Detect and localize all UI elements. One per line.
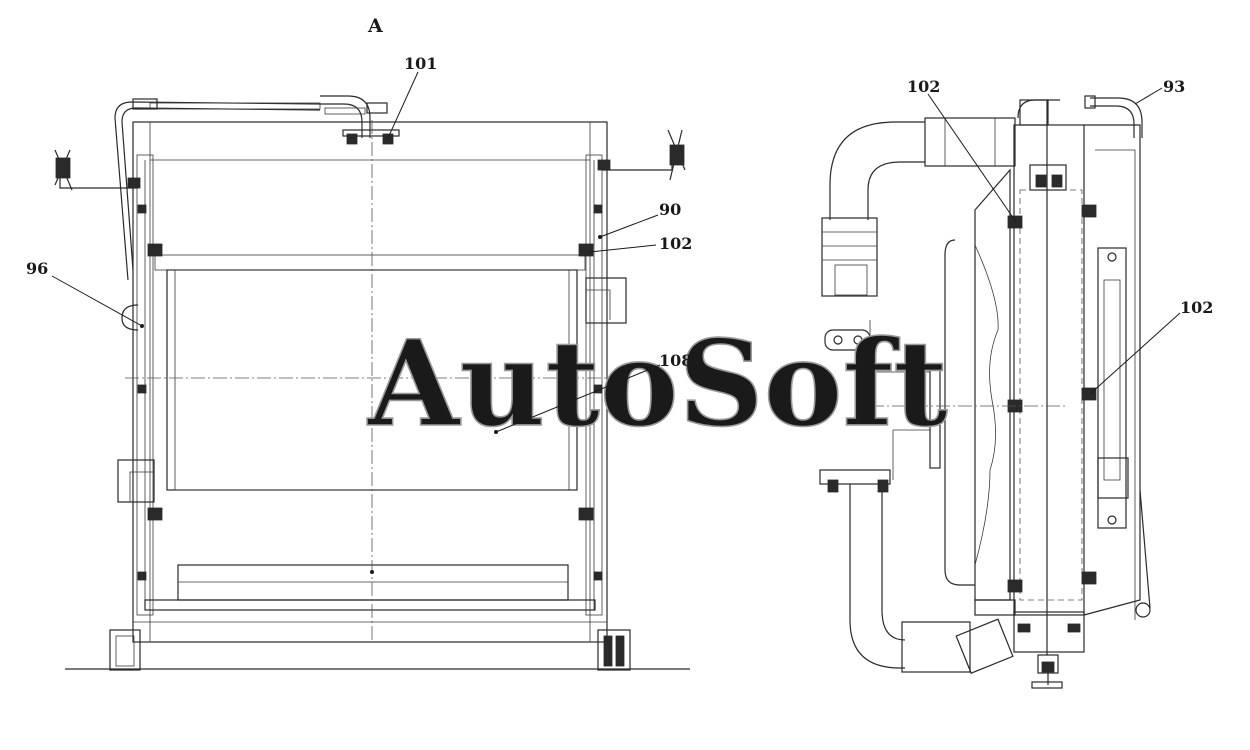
callout-label: 102 [1180, 298, 1213, 317]
callout-label: 96 [26, 259, 48, 278]
callout-108: 108 [494, 351, 692, 434]
right-lifting-eye [597, 129, 686, 181]
front-view-assembly [54, 95, 690, 671]
callout-102-front: 102 [589, 234, 692, 253]
callout-label: 93 [1163, 77, 1185, 96]
callout-90: 90 [598, 200, 681, 239]
callout-102-side-top: 102 [907, 77, 1017, 223]
callout-label: 102 [659, 234, 692, 253]
callout-label: 101 [404, 54, 437, 73]
side-view-assembly [819, 95, 1151, 689]
callout-label: 108 [659, 351, 692, 370]
watermark: AutoSoft [367, 314, 948, 453]
callout-101: 101 [387, 54, 437, 139]
callout-96: 96 [26, 259, 144, 328]
callout-102-side-right: 102 [1089, 298, 1213, 395]
callout-93: 93 [1134, 77, 1185, 105]
left-lifting-eye [54, 149, 141, 191]
callout-label: 102 [907, 77, 940, 96]
view-label: A [367, 15, 383, 37]
callout-label: 90 [659, 200, 681, 219]
